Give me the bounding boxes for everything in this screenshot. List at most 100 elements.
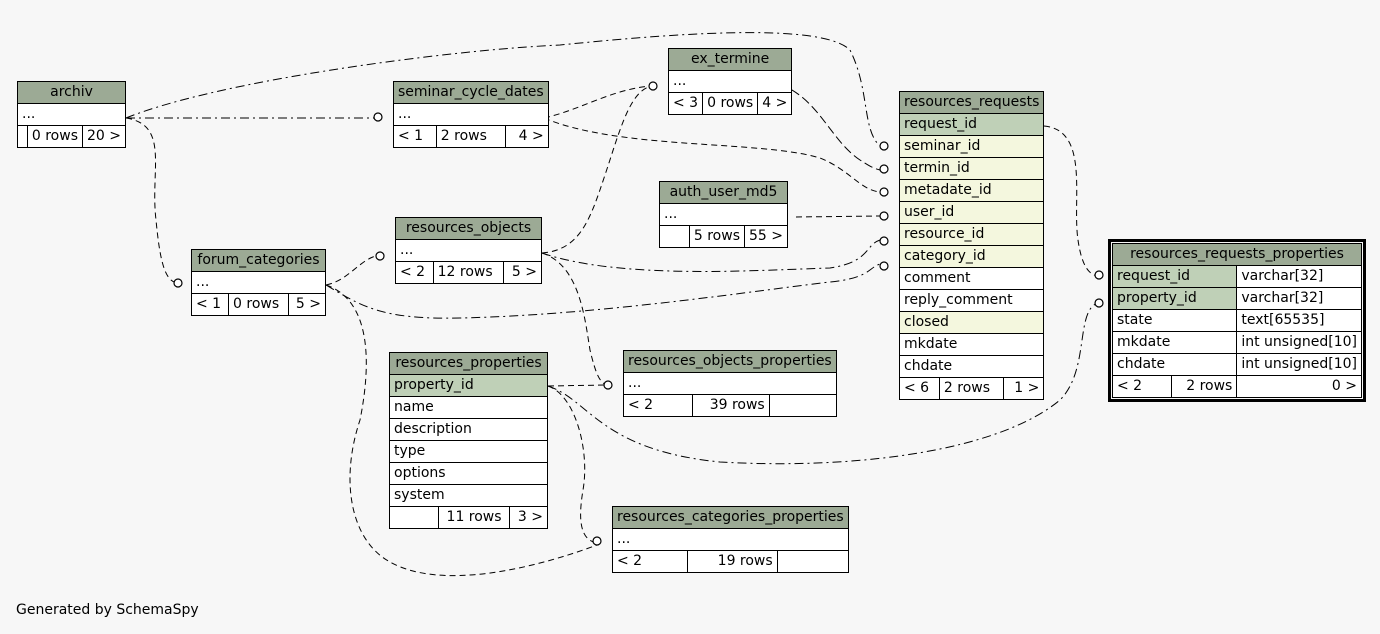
column-property-id-type: varchar[32]	[1236, 287, 1362, 310]
crowfoot-circle	[879, 236, 889, 246]
row-count: 19 rows	[687, 550, 778, 573]
children-count: 4 >	[504, 125, 549, 148]
column-request-id: request_id	[1111, 265, 1238, 288]
crowfoot-circle	[1094, 298, 1104, 308]
table-resources-requests-properties[interactable]: resources_requests_properties request_id…	[1108, 239, 1366, 402]
column-type: type	[389, 440, 548, 463]
crowfoot-circle	[648, 81, 658, 91]
children-count: 4 >	[757, 92, 793, 115]
children-count: 3 >	[509, 506, 548, 529]
row-count: 0 rows	[702, 92, 759, 115]
row-count: 2 rows	[435, 125, 506, 148]
table-auth-user-md5[interactable]: auth_user_md5 ... 5 rows 55 >	[659, 181, 788, 248]
row-count: 0 rows	[26, 125, 84, 148]
column-closed: closed	[898, 311, 1045, 334]
edge-objects-objprops	[541, 252, 608, 386]
children-count: 20 >	[82, 125, 126, 148]
crowfoot-circle	[1094, 270, 1104, 280]
column-request-id-type: varchar[32]	[1236, 265, 1362, 288]
crowfoot-circle	[592, 536, 602, 546]
column-chdate: chdate	[1111, 353, 1238, 376]
crowfoot-circle	[603, 380, 613, 390]
children-count: 5 >	[287, 293, 327, 316]
column-seminar-id: seminar_id	[898, 135, 1045, 158]
column-reply-comment: reply_comment	[898, 289, 1045, 312]
column-termin-id: termin_id	[898, 157, 1045, 180]
column-resource-id: resource_id	[898, 223, 1045, 246]
edge-properties-catprops	[547, 385, 598, 544]
table-header[interactable]: resources_objects_properties	[623, 350, 837, 373]
table-header[interactable]: auth_user_md5	[659, 181, 788, 204]
column-description: description	[389, 418, 548, 441]
column-comment: comment	[898, 267, 1045, 290]
column-options: options	[389, 462, 548, 485]
crowfoot-circle	[879, 141, 889, 151]
table-resources-objects-properties[interactable]: resources_objects_properties ... < 2 39 …	[623, 350, 837, 417]
edge-properties-reqprops	[547, 302, 1099, 465]
column-user-id: user_id	[898, 201, 1045, 224]
children-count: 55 >	[744, 225, 788, 248]
column-cell: ...	[667, 70, 793, 93]
column-cell: ...	[623, 372, 837, 395]
edge-archiv-forum-categories	[125, 117, 179, 284]
edge-objects-resource	[541, 239, 881, 272]
parents-count: < 2	[395, 261, 434, 284]
column-mkdate-type: int unsigned[10]	[1236, 331, 1362, 354]
column-cell: ...	[191, 271, 326, 294]
column-chdate-type: int unsigned[10]	[1236, 353, 1362, 376]
column-system: system	[389, 484, 548, 507]
edge-forum-categories-props	[325, 284, 598, 577]
column-name: name	[389, 396, 548, 419]
crowfoot-circle	[879, 187, 889, 197]
crowfoot-circle	[879, 261, 889, 271]
edge-properties-objprops	[547, 384, 608, 387]
table-resources-categories-properties[interactable]: resources_categories_properties ... < 2 …	[612, 506, 849, 573]
parents-count: < 2	[612, 550, 688, 573]
children-count: 1 >	[1003, 377, 1045, 400]
table-header[interactable]: seminar_cycle_dates	[393, 81, 549, 104]
crowfoot-circle	[373, 112, 383, 122]
column-state-type: text[65535]	[1236, 309, 1362, 332]
table-forum-categories[interactable]: forum_categories ... < 1 0 rows 5 >	[190, 249, 327, 316]
generated-by-footer: Generated by SchemaSpy	[16, 602, 199, 618]
table-header[interactable]: ex_termine	[667, 48, 793, 71]
table-header[interactable]: resources_requests	[898, 91, 1045, 114]
crowfoot-circle	[375, 251, 385, 261]
table-seminar-cycle-dates[interactable]: seminar_cycle_dates ... < 1 2 rows 4 >	[393, 81, 549, 148]
edge-seminar-metadate	[543, 117, 881, 193]
table-header[interactable]: archiv	[17, 81, 126, 104]
row-count: 0 rows	[228, 293, 289, 316]
column-mkdate: mkdate	[1111, 331, 1238, 354]
crowfoot-circle	[879, 164, 889, 174]
column-cell: ...	[612, 528, 849, 551]
column-cell: ...	[659, 203, 788, 226]
edge-auth-user	[795, 215, 881, 218]
table-header[interactable]: forum_categories	[191, 249, 326, 272]
parents-count	[389, 506, 439, 529]
table-header[interactable]: resources_objects	[395, 217, 542, 240]
parents-count: < 3	[667, 92, 704, 115]
column-cell: ...	[17, 103, 126, 126]
table-header[interactable]: resources_requests_properties	[1112, 243, 1362, 266]
crowfoot-circle	[173, 278, 183, 288]
table-header[interactable]: resources_categories_properties	[612, 506, 849, 529]
edge-forum-category	[325, 263, 881, 319]
table-ex-termine[interactable]: ex_termine ... < 3 0 rows 4 >	[667, 48, 793, 115]
table-header[interactable]: resources_properties	[389, 352, 548, 375]
parents-count: < 1	[190, 293, 230, 316]
edge-archiv-ex-termine	[125, 32, 881, 147]
parents-count: < 1	[393, 125, 437, 148]
parents-count	[659, 225, 690, 248]
parents-count	[17, 125, 28, 148]
children-count	[768, 394, 837, 417]
edge-seminar-ex-termine	[543, 85, 651, 119]
table-resources-requests[interactable]: resources_requests request_id seminar_id…	[898, 91, 1045, 400]
table-resources-properties[interactable]: resources_properties property_id name de…	[389, 352, 548, 529]
column-mkdate: mkdate	[898, 333, 1045, 356]
crowfoot-circle	[879, 211, 889, 221]
table-resources-objects[interactable]: resources_objects ... < 2 12 rows 5 >	[395, 217, 542, 284]
column-cell: ...	[393, 103, 549, 126]
table-archiv[interactable]: archiv ... 0 rows 20 >	[17, 81, 126, 148]
column-metadate-id: metadate_id	[898, 179, 1045, 202]
